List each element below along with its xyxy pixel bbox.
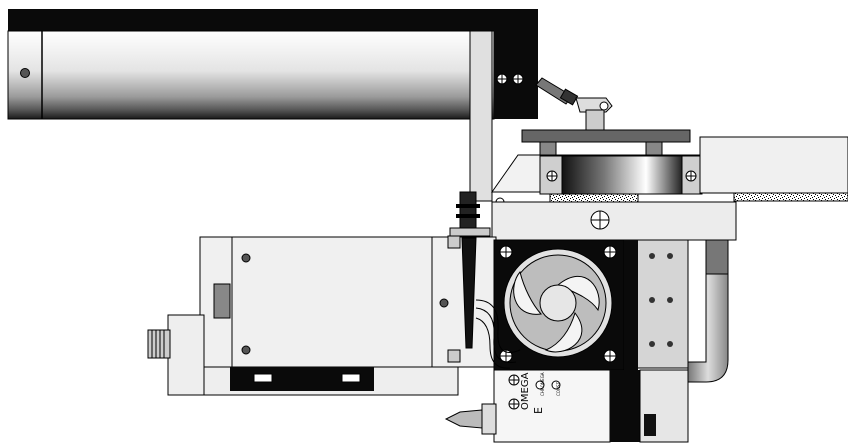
upper-plate (491, 129, 703, 207)
cylinder-port (20, 68, 30, 78)
actuator-arm (535, 77, 613, 133)
rotary-ring (561, 155, 683, 195)
central-block (491, 201, 737, 241)
vertical-bracket (469, 9, 538, 202)
right-rail (699, 136, 848, 202)
fan-hub (539, 284, 577, 322)
omega-connector: OMEGA E CHROMEGA CONST (444, 369, 689, 443)
left-housing (147, 236, 497, 396)
probe (447, 191, 491, 363)
omega-wire-label-2: CONST (556, 382, 561, 396)
omega-brand-label: OMEGA (520, 372, 531, 410)
tubing (687, 239, 729, 383)
thermocouple-plug (444, 409, 483, 429)
side-panel (623, 239, 689, 440)
top-cylinder (7, 9, 538, 120)
wiring (475, 299, 521, 369)
omega-type-label: E (532, 407, 545, 414)
fan-module (493, 239, 625, 371)
omega-wire-label-1: CHROMEGA (540, 372, 545, 396)
